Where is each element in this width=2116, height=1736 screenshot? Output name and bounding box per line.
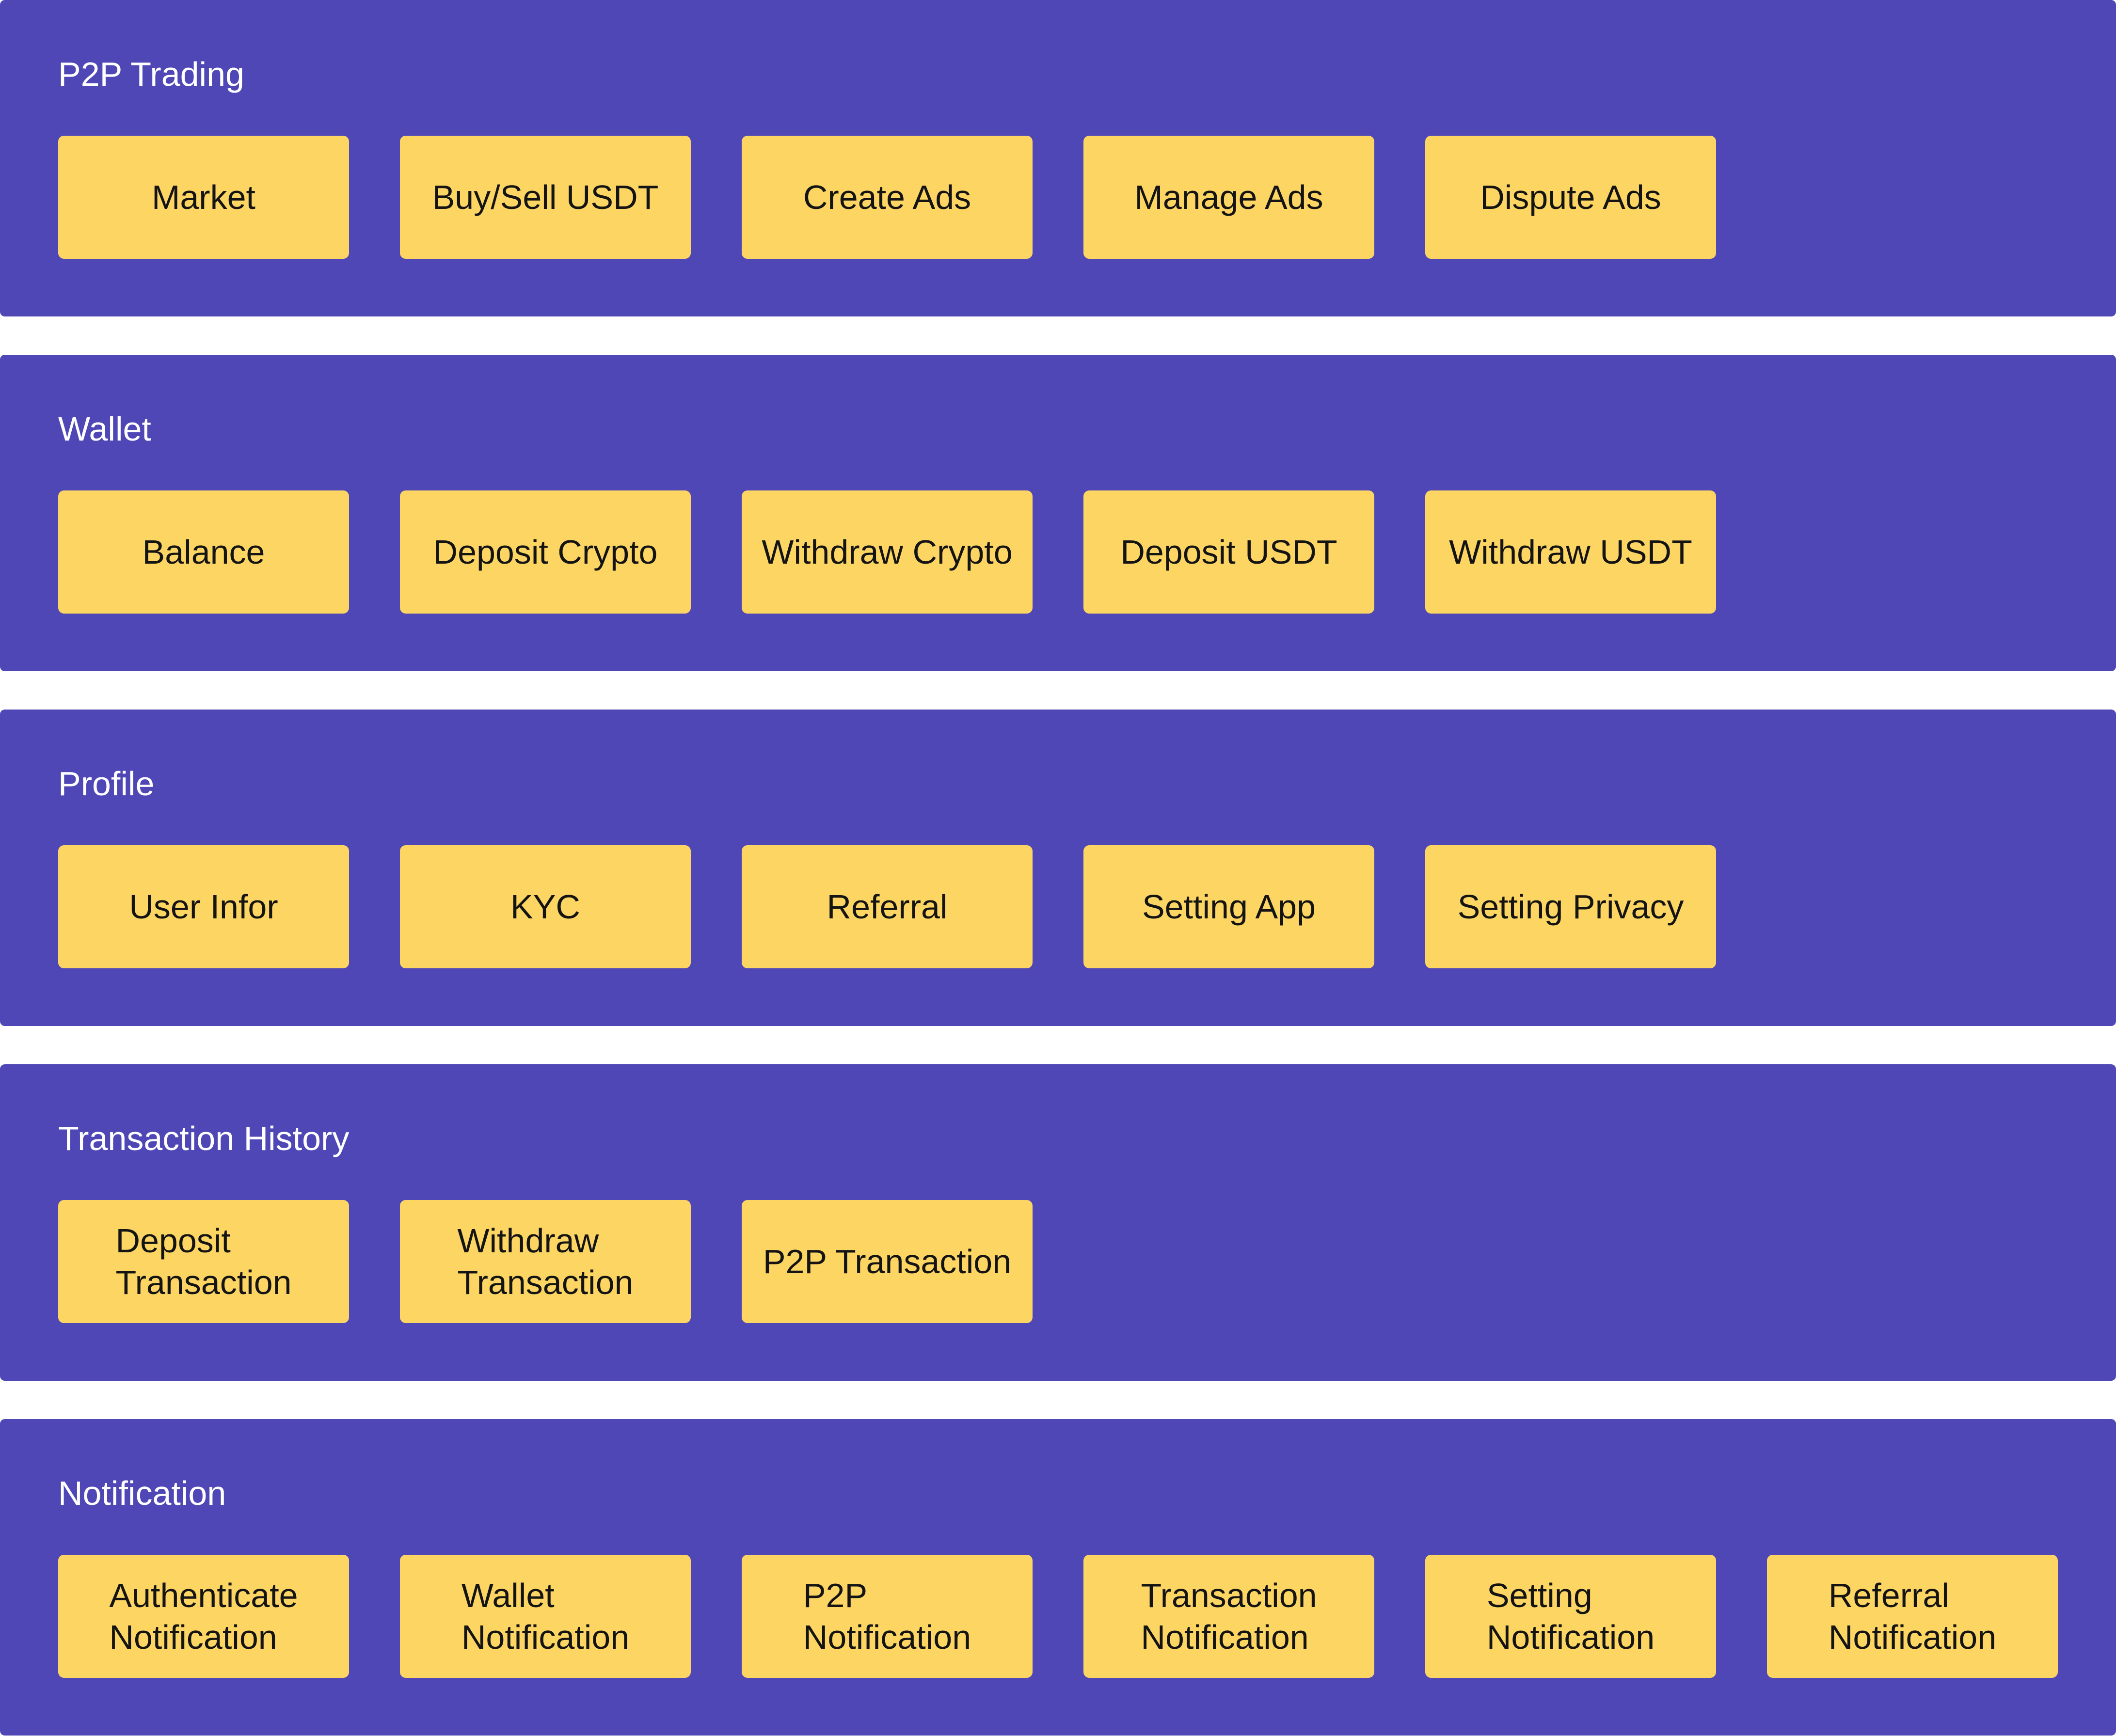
card-deposit-usdt[interactable]: Deposit USDT <box>1083 490 1374 614</box>
card-label: Withdraw Transaction <box>457 1222 634 1301</box>
card-label: Deposit Crypto <box>433 533 658 571</box>
card-p2p-transaction[interactable]: P2P Transaction <box>742 1200 1033 1323</box>
card-p2p-notification[interactable]: P2P Notification <box>742 1555 1033 1678</box>
card-label: Dispute Ads <box>1480 178 1661 216</box>
card-setting-privacy[interactable]: Setting Privacy <box>1425 845 1716 968</box>
card-label: Setting App <box>1142 888 1316 926</box>
card-deposit-transaction[interactable]: Deposit Transaction <box>58 1200 349 1323</box>
card-label: Setting Privacy <box>1457 888 1684 926</box>
card-withdraw-crypto[interactable]: Withdraw Crypto <box>742 490 1033 614</box>
section-title: Notification <box>58 1474 226 1512</box>
section-title: Profile <box>58 765 155 803</box>
card-referral-notification[interactable]: Referral Notification <box>1767 1555 2058 1678</box>
card-label: P2P Transaction <box>763 1243 1012 1280</box>
card-manage-ads[interactable]: Manage Ads <box>1083 136 1374 259</box>
card-dispute-ads[interactable]: Dispute Ads <box>1425 136 1716 259</box>
card-row: Deposit Transaction Withdraw Transaction… <box>58 1200 1033 1323</box>
section-title: Transaction History <box>58 1120 350 1157</box>
card-row: User Infor KYC Referral Setting App Sett… <box>58 845 1716 968</box>
card-referral[interactable]: Referral <box>742 845 1033 968</box>
card-label: Setting Notification <box>1486 1577 1655 1656</box>
card-label: Balance <box>142 533 265 571</box>
card-label: Create Ads <box>803 178 971 216</box>
card-label: Deposit USDT <box>1120 533 1337 571</box>
card-label: User Infor <box>129 888 278 926</box>
card-wallet-notification[interactable]: Wallet Notification <box>400 1555 691 1678</box>
card-setting-notification[interactable]: Setting Notification <box>1425 1555 1716 1678</box>
card-label: KYC <box>510 888 580 926</box>
card-withdraw-usdt[interactable]: Withdraw USDT <box>1425 490 1716 614</box>
card-row: Authenticate Notification Wallet Notific… <box>58 1555 2058 1678</box>
section-wallet: Wallet Balance Deposit Crypto Withdraw C… <box>0 355 2116 671</box>
card-label: Manage Ads <box>1134 178 1323 216</box>
card-label: Referral <box>827 888 948 926</box>
card-authenticate-notification[interactable]: Authenticate Notification <box>58 1555 349 1678</box>
section-title: P2P Trading <box>58 55 244 93</box>
card-setting-app[interactable]: Setting App <box>1083 845 1374 968</box>
card-kyc[interactable]: KYC <box>400 845 691 968</box>
card-transaction-notification[interactable]: Transaction Notification <box>1083 1555 1374 1678</box>
card-label: Buy/Sell USDT <box>432 178 659 216</box>
card-label: Market <box>152 178 255 216</box>
card-label: Authenticate Notification <box>109 1577 298 1656</box>
card-deposit-crypto[interactable]: Deposit Crypto <box>400 490 691 614</box>
card-label: Withdraw Crypto <box>762 533 1013 571</box>
card-row: Balance Deposit Crypto Withdraw Crypto D… <box>58 490 1716 614</box>
card-user-infor[interactable]: User Infor <box>58 845 349 968</box>
section-title: Wallet <box>58 410 151 448</box>
card-balance[interactable]: Balance <box>58 490 349 614</box>
card-buy-sell-usdt[interactable]: Buy/Sell USDT <box>400 136 691 259</box>
card-label: Deposit Transaction <box>115 1222 292 1301</box>
card-row: Market Buy/Sell USDT Create Ads Manage A… <box>58 136 1716 259</box>
card-withdraw-transaction[interactable]: Withdraw Transaction <box>400 1200 691 1323</box>
card-market[interactable]: Market <box>58 136 349 259</box>
card-label: Withdraw USDT <box>1449 533 1692 571</box>
card-label: Wallet Notification <box>461 1577 630 1656</box>
card-label: Referral Notification <box>1828 1577 1997 1656</box>
section-notification: Notification Authenticate Notification W… <box>0 1419 2116 1736</box>
card-label: P2P Notification <box>803 1577 971 1656</box>
card-label: Transaction Notification <box>1141 1577 1317 1656</box>
section-p2p-trading: P2P Trading Market Buy/Sell USDT Create … <box>0 0 2116 316</box>
section-transaction-history: Transaction History Deposit Transaction … <box>0 1064 2116 1381</box>
section-profile: Profile User Infor KYC Referral Setting … <box>0 710 2116 1026</box>
card-create-ads[interactable]: Create Ads <box>742 136 1033 259</box>
